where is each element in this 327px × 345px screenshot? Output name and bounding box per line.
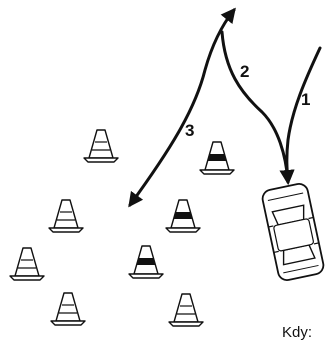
path-2-arrow bbox=[220, 30, 295, 185]
traffic-cone-icon bbox=[48, 199, 84, 233]
traffic-cone-icon bbox=[9, 247, 45, 281]
traffic-cone-icon bbox=[50, 292, 86, 326]
traffic-cone-icon bbox=[83, 129, 119, 163]
path-2-label: 2 bbox=[240, 62, 249, 81]
path-1-arrow bbox=[279, 46, 322, 185]
car-icon bbox=[261, 182, 325, 282]
traffic-cone-icon bbox=[165, 199, 201, 233]
path-1-label: 1 bbox=[301, 90, 310, 109]
path-3-label: 3 bbox=[185, 121, 194, 140]
traffic-cone-icon bbox=[199, 141, 235, 175]
caption-text: Kdy: bbox=[282, 324, 312, 341]
traffic-cone-icon bbox=[128, 245, 164, 279]
path-3-arrow bbox=[128, 7, 236, 208]
traffic-cone-icon bbox=[168, 293, 204, 327]
